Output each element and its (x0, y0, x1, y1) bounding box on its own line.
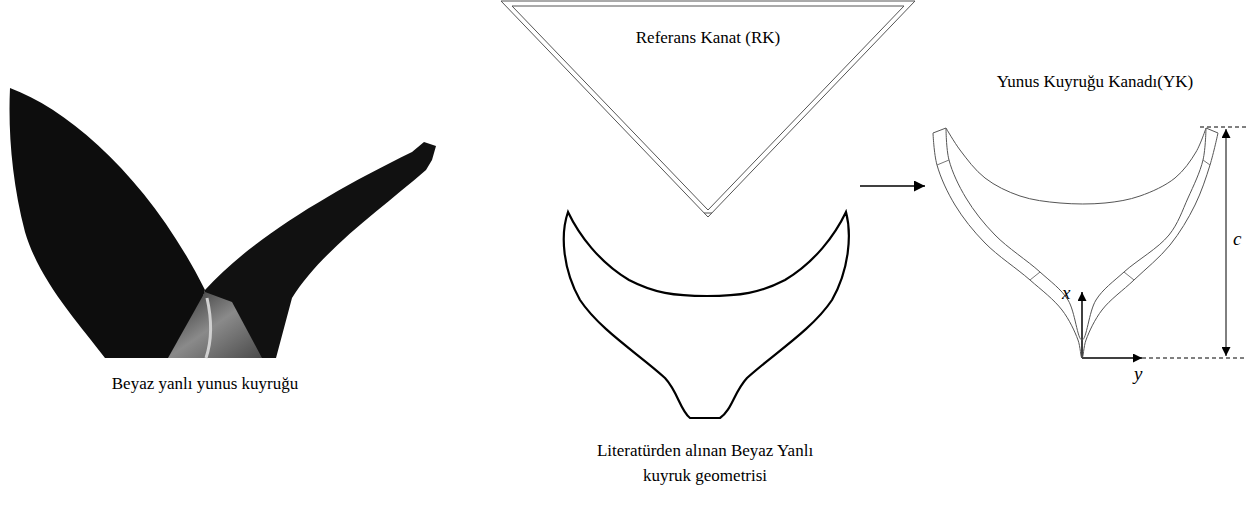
dimension-extension (1200, 127, 1246, 128)
axis-label: x (1062, 282, 1070, 304)
dolphin-tail-photo (10, 88, 436, 358)
node-label: Referans Kanat (RK) (500, 28, 916, 48)
flow-arrow (860, 185, 925, 187)
node-outline (925, 66, 1245, 366)
skin-highlight (206, 298, 211, 358)
outline-group (933, 128, 1218, 358)
tail-stock (168, 292, 262, 358)
dimension-arrow (1226, 129, 1227, 356)
outline-stroke (564, 212, 849, 418)
photo-caption: Beyaz yanlı yunus kuyruğu (80, 374, 330, 394)
y-axis (1082, 357, 1142, 359)
dimension-extension (1142, 358, 1246, 359)
outline-stroke (937, 160, 1210, 280)
node-label: Literatürden alınan Beyaz Yanlı kuyruk g… (575, 438, 835, 488)
left-fluke (10, 88, 205, 358)
outline-group (501, 1, 915, 217)
reference-wing: Referans Kanat (RK) (500, 0, 918, 220)
dolphin-tail-wing: Yunus Kuyruğu Kanadı(YK) (925, 66, 1247, 366)
axis-label: c (1233, 228, 1241, 250)
x-axis (1081, 292, 1083, 358)
outline-stroke (501, 1, 915, 217)
tail-geometry: Literatürden alınan Beyaz Yanlı kuyruk g… (550, 200, 860, 490)
outline-stroke (946, 128, 1206, 204)
outline-stroke (704, 213, 712, 214)
outline-group (564, 212, 849, 418)
outline-stroke (933, 128, 1218, 133)
axis-label: y (1134, 363, 1142, 385)
outline-stroke (946, 128, 1206, 340)
node-label: Yunus Kuyruğu Kanadı(YK) (925, 72, 1245, 92)
